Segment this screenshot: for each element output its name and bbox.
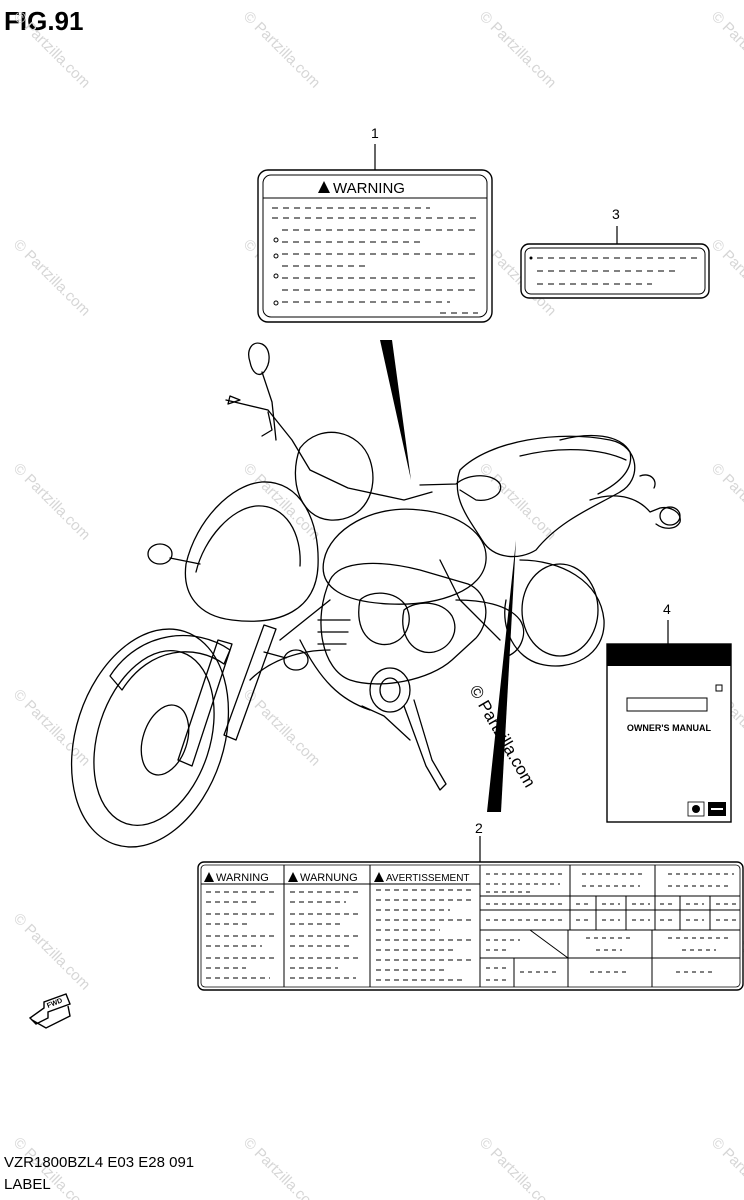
label-2-heading-fr: AVERTISSEMENT	[386, 873, 470, 884]
figure-code: VZR1800BZL4 E03 E28 091	[4, 1154, 195, 1171]
figure-caption: LABEL	[4, 1176, 51, 1193]
forward-arrow-icon: FWD	[28, 993, 71, 1029]
motorcycle-drawing	[70, 342, 681, 848]
leader-line	[487, 540, 516, 812]
label-3: 3	[520, 206, 710, 299]
label-4: 4 OWNER'S MANUAL	[606, 601, 732, 823]
warning-triangle-icon	[288, 872, 298, 882]
label-4-heading: OWNER'S MANUAL	[627, 723, 712, 733]
leader-line	[380, 340, 411, 480]
label-2-heading-de: WARNUNG	[300, 872, 358, 884]
label-1: 1 WARNING	[257, 125, 493, 323]
warning-triangle-icon	[318, 181, 330, 193]
callout-1: 1	[371, 125, 379, 141]
callout-3: 3	[612, 206, 620, 222]
warning-triangle-icon	[374, 872, 384, 882]
warning-triangle-icon	[204, 872, 214, 882]
label-2-heading-en: WARNING	[216, 872, 269, 884]
figure-title: FIG.91	[4, 6, 84, 36]
callout-4: 4	[663, 601, 671, 617]
label-1-heading: WARNING	[333, 180, 405, 197]
callout-2: 2	[475, 820, 483, 836]
label-2: 2 WARNING WARNUNG AVERTISSEMENT	[197, 820, 744, 991]
